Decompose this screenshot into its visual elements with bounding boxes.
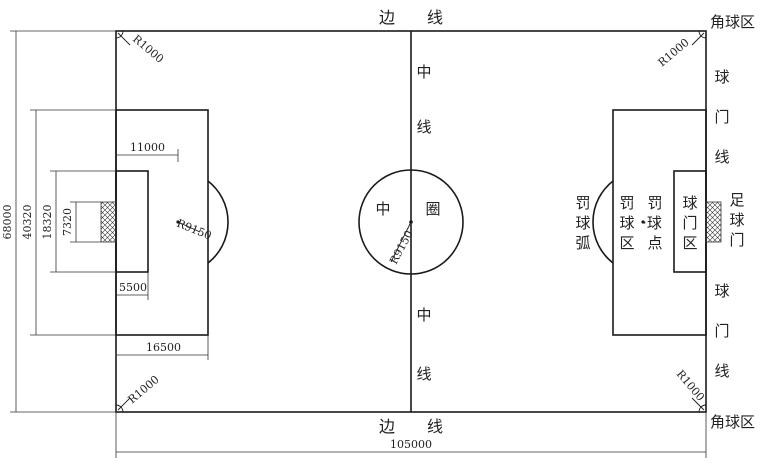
dim-5500: 5500 (119, 281, 147, 294)
corner-leader-tl (117, 32, 131, 46)
dim-40320: 40320 (21, 205, 34, 240)
dim-18320: 18320 (41, 205, 54, 240)
label-corner-bottom: 角球区 (710, 413, 755, 431)
label-halfway-bottom-2: 线 (416, 365, 431, 383)
label-circle-left: 中 (375, 200, 390, 218)
label-goal-line-top-1: 球 (714, 68, 729, 86)
label-goal-line-top-2: 门 (714, 108, 729, 126)
label-goal-3: 门 (729, 231, 744, 249)
label-penalty-arc-2: 球 (575, 214, 590, 232)
dim-68000: 68000 (1, 205, 14, 240)
center-circle (358, 169, 464, 275)
corner-radius-br: R1000 (674, 368, 707, 404)
label-halfway-bottom-1: 中 (416, 306, 431, 324)
label-penalty-area-2: 球 (619, 214, 634, 232)
right-penalty-arc (592, 180, 614, 264)
right-penalty-spot (641, 220, 645, 224)
label-halfway-top-2: 线 (416, 118, 431, 136)
label-goal-line-bottom-3: 线 (714, 362, 729, 380)
right-goal (705, 201, 722, 243)
dim-7320: 7320 (61, 208, 74, 236)
label-penalty-spot-2: ·球 (642, 214, 662, 232)
label-goal-area-1: 球 (682, 194, 697, 212)
label-sideline-top: 边 线 (379, 8, 443, 27)
label-penalty-spot-3: 点 (647, 234, 662, 252)
corner-leader-bl (117, 397, 131, 411)
dim-11000: 11000 (130, 141, 165, 154)
dim-105000: 105000 (390, 438, 432, 451)
left-goal (100, 201, 117, 243)
label-halfway-top-1: 中 (416, 63, 431, 81)
label-corner-top: 角球区 (710, 13, 755, 31)
circle-radius-line (390, 221, 412, 263)
label-penalty-arc-3: 弧 (575, 234, 590, 252)
label-goal-line-bottom-1: 球 (714, 282, 729, 300)
label-goal-1: 足 (729, 191, 744, 209)
left-arc-radius-line (177, 221, 201, 233)
label-sideline-bottom: 边 线 (379, 417, 443, 436)
corner-leader-br (691, 397, 705, 411)
dim-16500: 16500 (146, 341, 181, 354)
label-goal-area-3: 区 (682, 234, 697, 252)
label-goal-line-bottom-2: 门 (714, 322, 729, 340)
corner-radius-bl: R1000 (126, 373, 162, 406)
corner-leader-tr (691, 32, 705, 46)
corner-radius-tl: R1000 (130, 32, 166, 65)
label-goal-2: 球 (729, 211, 744, 229)
label-goal-line-top-3: 线 (714, 148, 729, 166)
label-penalty-area-1: 罚 (619, 194, 634, 212)
label-goal-area-2: 门 (682, 214, 697, 232)
label-circle-right: 圈 (425, 200, 440, 218)
label-penalty-spot-1: 罚 (647, 194, 662, 212)
left-goal-area (115, 170, 149, 273)
left-penalty-arc (207, 180, 229, 264)
label-penalty-arc-1: 罚 (575, 194, 590, 212)
corner-radius-tr: R1000 (656, 36, 692, 69)
label-penalty-area-3: 区 (619, 234, 634, 252)
